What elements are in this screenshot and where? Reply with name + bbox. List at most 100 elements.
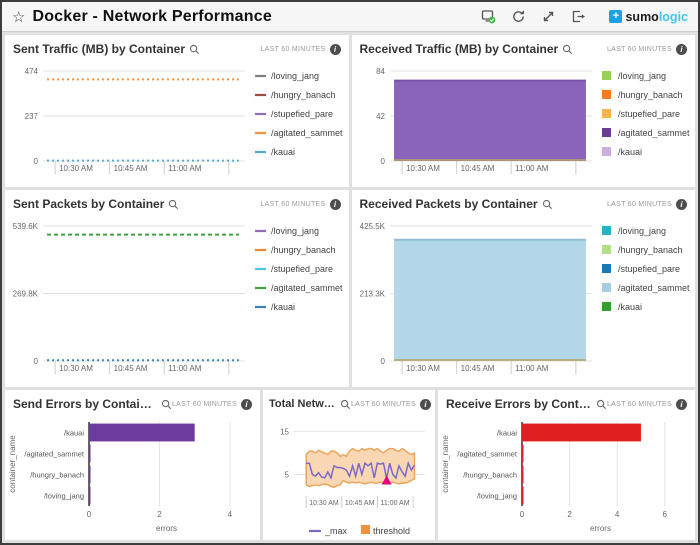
info-icon[interactable]: i: [676, 43, 687, 55]
svg-text:/hungry_banach: /hungry_banach: [463, 471, 517, 480]
svg-text:10:45 AM: 10:45 AM: [114, 164, 148, 173]
svg-text:/hungry_banach: /hungry_banach: [271, 245, 336, 255]
favorite-star-icon[interactable]: ☆: [12, 8, 26, 26]
svg-text:10:45 AM: 10:45 AM: [345, 500, 375, 507]
svg-text:213.3K: 213.3K: [359, 290, 385, 299]
timerange-label[interactable]: LAST 60 MINUTES: [606, 200, 672, 208]
schedule-check-icon[interactable]: [481, 9, 496, 24]
panel-send-errors: Send Errors by Container LAST 60 MINUTES…: [5, 390, 260, 540]
timerange-label[interactable]: LAST 60 MINUTES: [260, 200, 326, 208]
svg-text:11:00 AM: 11:00 AM: [515, 164, 549, 173]
panel-title: Send Errors by Container: [13, 397, 157, 411]
panel-title: Sent Traffic (MB) by Container: [13, 42, 186, 56]
svg-text:/loving_jang: /loving_jang: [44, 492, 84, 501]
magnifier-icon[interactable]: [542, 199, 553, 210]
panel-title: Receive Errors by Container: [446, 397, 592, 411]
panel-sent-traffic: Sent Traffic (MB) by Container LAST 60 M…: [5, 35, 349, 187]
refresh-icon[interactable]: [511, 9, 526, 24]
svg-text:/stupefied_pare: /stupefied_pare: [271, 264, 333, 274]
svg-text:2: 2: [157, 510, 162, 519]
svg-text:5: 5: [285, 470, 290, 479]
svg-text:/loving_jang: /loving_jang: [618, 226, 666, 236]
info-icon[interactable]: i: [241, 398, 252, 410]
svg-text:42: 42: [376, 112, 385, 121]
magnifier-icon[interactable]: [562, 44, 573, 55]
svg-text:_max: _max: [324, 526, 348, 536]
svg-text:/kauai: /kauai: [64, 429, 84, 438]
timerange-label[interactable]: LAST 60 MINUTES: [171, 400, 237, 408]
info-icon[interactable]: i: [676, 398, 687, 410]
svg-text:/agitated_sammet: /agitated_sammet: [271, 283, 343, 293]
svg-text:10:30 AM: 10:30 AM: [406, 164, 440, 173]
svg-text:6: 6: [663, 510, 668, 519]
magnifier-icon[interactable]: [161, 399, 172, 410]
svg-text:/kauai: /kauai: [618, 147, 642, 157]
svg-text:/kauai: /kauai: [618, 302, 642, 312]
svg-text:/loving_jang: /loving_jang: [271, 71, 319, 81]
svg-text:/agitated_sammet: /agitated_sammet: [271, 128, 343, 138]
svg-text:15: 15: [280, 427, 289, 436]
svg-text:/hungry_banach: /hungry_banach: [271, 90, 336, 100]
svg-text:/hungry_banach: /hungry_banach: [618, 245, 683, 255]
svg-text:84: 84: [376, 67, 385, 76]
svg-text:/loving_jang: /loving_jang: [618, 71, 666, 81]
magnifier-icon[interactable]: [189, 44, 200, 55]
svg-text:0: 0: [380, 357, 385, 366]
dashboard-header: ☆ Docker - Network Performance + sumo lo…: [2, 2, 698, 32]
svg-text:/hungry_banach: /hungry_banach: [30, 471, 84, 480]
svg-text:0: 0: [34, 357, 39, 366]
timerange-label[interactable]: LAST 60 MINUTES: [260, 45, 326, 53]
svg-text:11:00 AM: 11:00 AM: [515, 364, 549, 373]
panel-receive-errors: Receive Errors by Container LAST 60 MINU…: [438, 390, 695, 540]
expand-icon[interactable]: [541, 9, 556, 24]
timerange-label[interactable]: LAST 60 MINUTES: [606, 400, 672, 408]
panel-received-traffic: Received Traffic (MB) by Container LAST …: [351, 35, 696, 187]
svg-text:errors: errors: [590, 524, 611, 533]
svg-text:container_name: container_name: [441, 435, 450, 493]
svg-text:/agitated_sammet: /agitated_sammet: [457, 450, 518, 459]
info-icon[interactable]: i: [676, 198, 687, 210]
dashboard-title: Docker - Network Performance: [32, 7, 272, 25]
panel-received-packets: Received Packets by Container LAST 60 MI…: [351, 190, 696, 387]
magnifier-icon[interactable]: [596, 399, 607, 410]
svg-text:/agitated_sammet: /agitated_sammet: [618, 128, 690, 138]
magnifier-icon[interactable]: [340, 399, 351, 410]
panel-title: Sent Packets by Container: [13, 197, 165, 211]
info-icon[interactable]: i: [329, 43, 341, 55]
sumologic-logo: + sumo logic: [609, 10, 688, 24]
svg-text:10:30 AM: 10:30 AM: [59, 164, 93, 173]
info-icon[interactable]: i: [329, 198, 341, 210]
svg-text:errors: errors: [156, 524, 177, 533]
panel-sent-packets: Sent Packets by Container LAST 60 MINUTE…: [5, 190, 349, 387]
svg-text:11:00 AM: 11:00 AM: [168, 164, 202, 173]
svg-text:10:45 AM: 10:45 AM: [460, 364, 494, 373]
svg-text:/kauai: /kauai: [271, 147, 295, 157]
svg-text:/stupefied_pare: /stupefied_pare: [618, 264, 680, 274]
panel-total-network-errors: Total Network Err... LAST 60 MINUTES i 5…: [263, 390, 435, 540]
svg-text:/stupefied_pare: /stupefied_pare: [618, 109, 680, 119]
panel-title: Received Traffic (MB) by Container: [359, 42, 559, 56]
magnifier-icon[interactable]: [168, 199, 179, 210]
info-icon[interactable]: i: [420, 398, 431, 410]
sumologic-plus-icon: +: [609, 10, 623, 23]
timerange-label[interactable]: LAST 60 MINUTES: [606, 45, 672, 53]
svg-text:0: 0: [520, 510, 525, 519]
export-icon[interactable]: [571, 9, 586, 24]
panel-title: Received Packets by Container: [359, 197, 538, 211]
timerange-label[interactable]: LAST 60 MINUTES: [350, 400, 416, 408]
svg-text:269.8K: 269.8K: [13, 290, 39, 299]
svg-text:425.5K: 425.5K: [359, 222, 385, 231]
svg-text:0: 0: [34, 157, 39, 166]
svg-text:11:00 AM: 11:00 AM: [380, 500, 409, 507]
svg-text:/stupefied_pare: /stupefied_pare: [271, 109, 333, 119]
svg-text:539.6K: 539.6K: [13, 222, 39, 231]
svg-text:2: 2: [567, 510, 572, 519]
topbar-actions: + sumo logic: [481, 9, 688, 24]
